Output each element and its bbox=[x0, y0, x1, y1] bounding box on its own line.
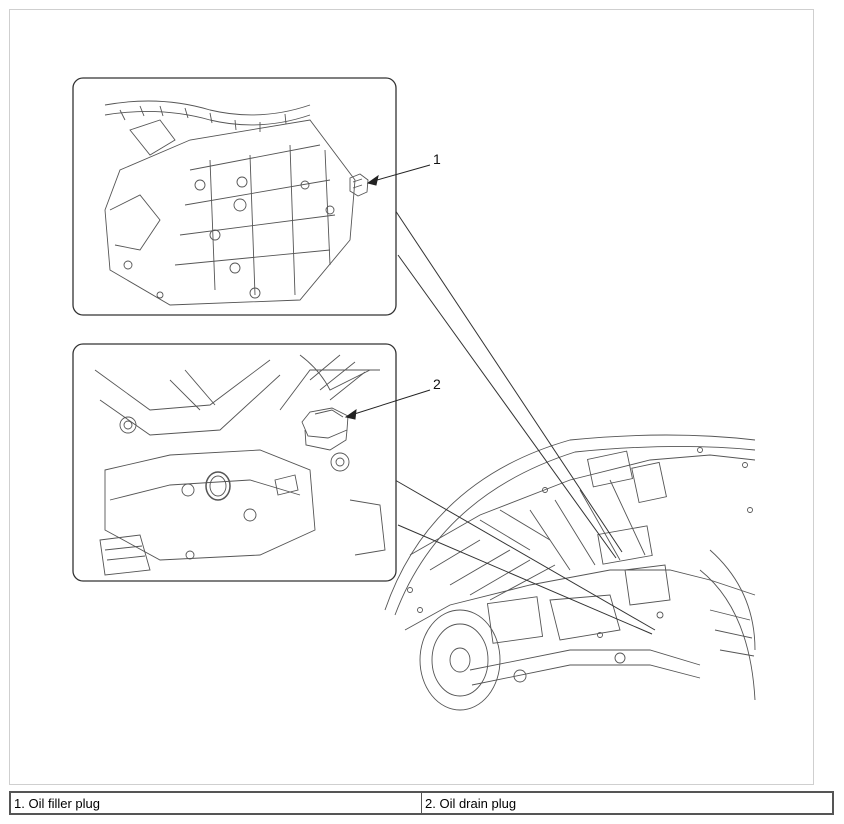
zoom-lines bbox=[394, 209, 656, 635]
callout-number-1: 1 bbox=[433, 151, 441, 167]
arrowhead-1 bbox=[366, 174, 379, 186]
inset-filler-plug bbox=[72, 77, 397, 316]
transmission-plug-diagram: 1 2 bbox=[72, 77, 756, 711]
callout-number-2: 2 bbox=[433, 376, 441, 392]
inset-drain-plug bbox=[72, 343, 397, 582]
arrowhead-2 bbox=[344, 408, 357, 420]
legend-item-oil-filler-plug: 1. Oil filler plug bbox=[9, 791, 422, 815]
vehicle-underbody-drawing bbox=[384, 434, 756, 711]
callout-2: 2 bbox=[344, 376, 441, 420]
callout-1: 1 bbox=[366, 151, 441, 186]
legend-row: 1. Oil filler plug 2. Oil drain plug bbox=[9, 791, 834, 815]
legend-table: 1. Oil filler plug 2. Oil drain plug bbox=[9, 791, 834, 815]
diagram-frame: 1 2 bbox=[9, 9, 814, 785]
legend-item-oil-drain-plug: 2. Oil drain plug bbox=[421, 791, 834, 815]
